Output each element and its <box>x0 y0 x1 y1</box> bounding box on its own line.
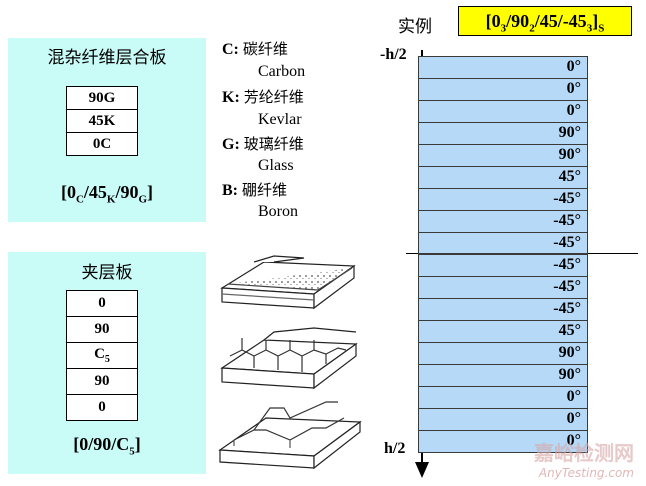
ply-layer: -45° <box>418 298 588 321</box>
ply-layer: 0° <box>418 56 588 79</box>
sandwich-layer: 0 <box>66 394 138 421</box>
legend-entry: C: 碳纤维 <box>222 40 288 58</box>
sandwich-formula: [0/90/C5] <box>73 434 141 458</box>
ply-layer: 0° <box>418 100 588 123</box>
legend-entry: G: 玻璃纤维 <box>222 135 304 153</box>
foam-core-panel-illustration <box>220 255 356 310</box>
ply-layer: -45° <box>418 276 588 299</box>
sandwich-layer: 90 <box>66 368 138 395</box>
ply-layer: 0° <box>418 78 588 101</box>
legend-entry-en: Carbon <box>258 63 306 80</box>
example-label: 实例 <box>398 17 432 37</box>
hybrid-laminate-title: 混杂纤维层合板 <box>47 48 167 68</box>
ply-layer: 90° <box>418 122 588 145</box>
corrugated-panel-illustration <box>218 401 362 470</box>
ply-layer: 0° <box>418 430 588 453</box>
ply-layer: -45° <box>418 188 588 211</box>
example-stacking-code: [03/902/45/-453]S <box>458 6 632 36</box>
ply-layer: 45° <box>418 166 588 189</box>
ply-layer: 90° <box>418 364 588 387</box>
legend-entry-en: Boron <box>258 203 298 220</box>
sandwich-title: 夹层板 <box>81 263 133 283</box>
top-surface-label: -h/2 <box>380 46 407 63</box>
ply-layer: 45° <box>418 320 588 343</box>
legend-entry-en: Kevlar <box>258 111 302 128</box>
panel-illustrations <box>218 255 362 470</box>
ply-layer: -45° <box>418 210 588 233</box>
sandwich-layer: 0 <box>66 290 138 317</box>
watermark: 嘉峪检测网 AnyTesting.com <box>534 437 634 480</box>
hybrid-laminate-panel: 混杂纤维层合板 90G 45K 0C [0C/45K/90G] <box>8 38 206 222</box>
sandwich-layer: 90 <box>66 316 138 343</box>
thickness-axis-arrow <box>415 462 429 478</box>
legend-entry: B: 硼纤维 <box>222 181 288 199</box>
sandwich-panel: 夹层板 0 90 C5 90 0 [0/90/C5] <box>8 252 206 474</box>
legend-entry-en: Glass <box>258 157 294 174</box>
sandwich-layer-stack: 0 90 C5 90 0 <box>66 290 138 421</box>
hybrid-layer: 45K <box>66 109 138 133</box>
legend-entry: K: 芳纶纤维 <box>222 88 304 106</box>
ply-layer: -45° <box>418 254 588 277</box>
honeycomb-panel-illustration <box>220 327 358 390</box>
ply-layer: 90° <box>418 342 588 365</box>
watermark-cn: 嘉峪检测网 <box>534 441 634 465</box>
ply-layer: 0° <box>418 408 588 431</box>
hybrid-formula: [0C/45K/90G] <box>60 182 154 206</box>
ply-layer: 90° <box>418 144 588 167</box>
watermark-en: AnyTesting.com <box>538 466 634 480</box>
hybrid-layer-stack: 90G 45K 0C <box>66 86 138 156</box>
hybrid-layer: 90G <box>66 86 138 110</box>
sandwich-layer: C5 <box>66 342 138 369</box>
ply-layer: -45° <box>418 232 588 254</box>
bottom-surface-label: h/2 <box>384 440 406 457</box>
hybrid-layer: 0C <box>66 132 138 156</box>
ply-layer: 0° <box>418 386 588 409</box>
